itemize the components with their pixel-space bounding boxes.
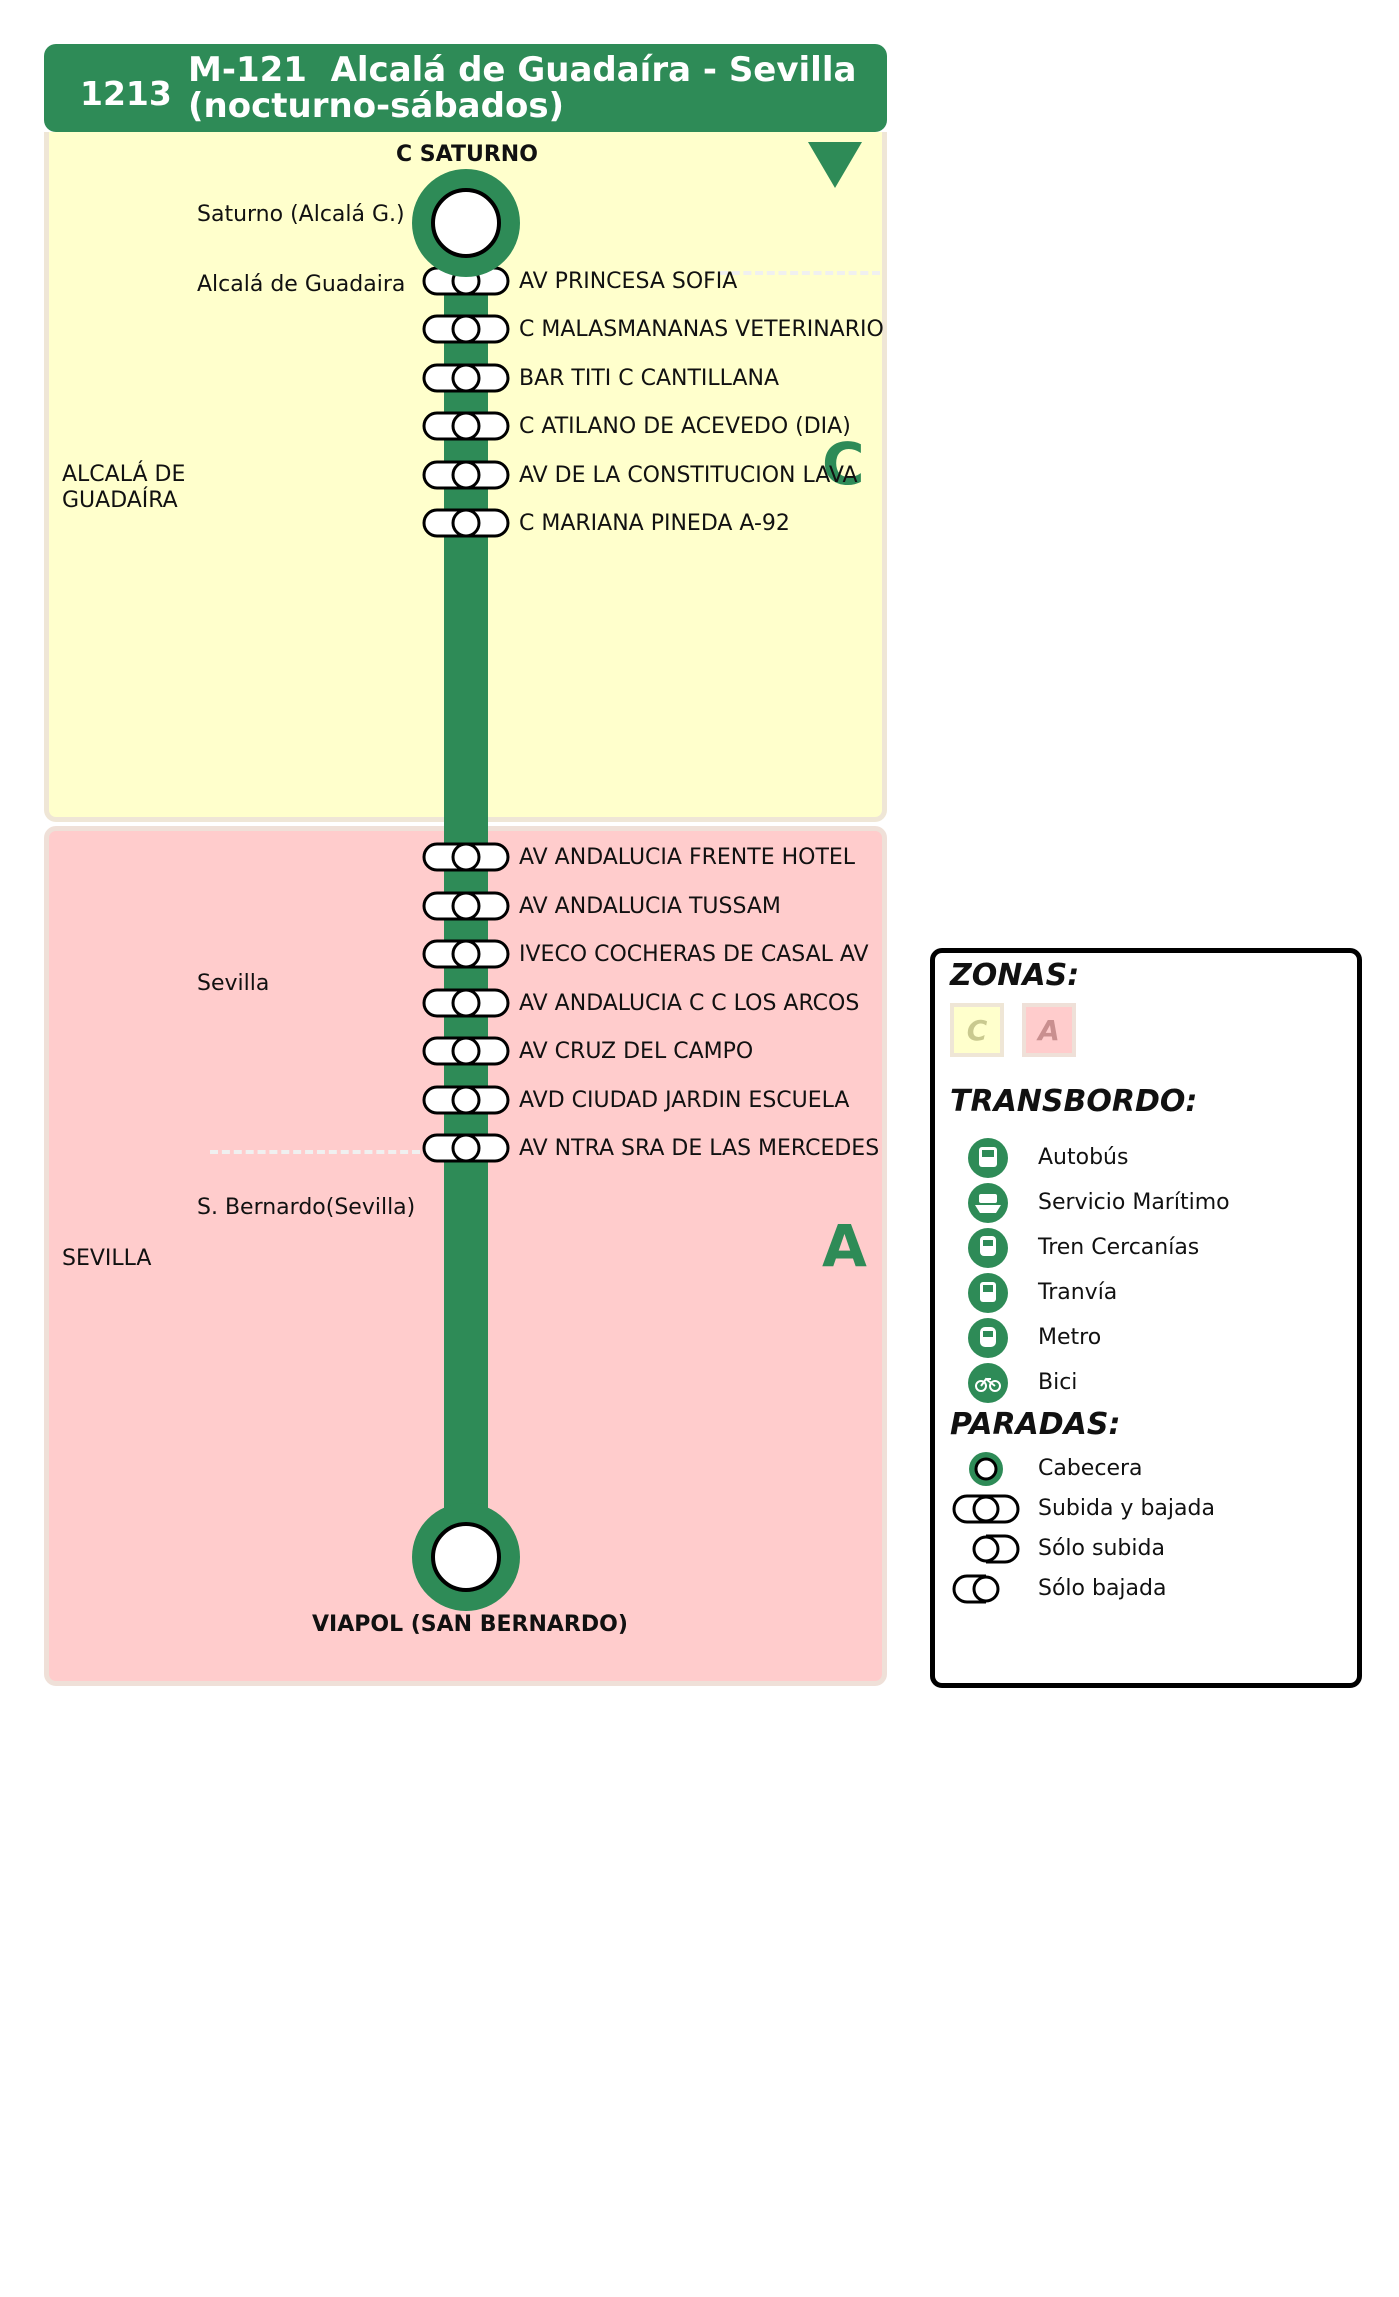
stop-marker bbox=[422, 508, 510, 538]
stop-label: IVECO COCHERAS DE CASAL AV bbox=[519, 942, 869, 967]
legend-solo-subida-label: Sólo subida bbox=[1038, 1536, 1165, 1561]
origin-label: C SATURNO bbox=[396, 142, 538, 167]
area-label: Saturno (Alcalá G.) bbox=[197, 202, 405, 227]
legend-zonas-title: ZONAS: bbox=[950, 958, 1080, 993]
ferry-icon bbox=[968, 1183, 1008, 1223]
municipal-boundary bbox=[720, 271, 880, 275]
route-title: M-121 Alcalá de Guadaíra - Sevilla (noct… bbox=[188, 50, 857, 126]
stop-marker bbox=[422, 411, 510, 441]
municipality-label: SEVILLA bbox=[62, 1246, 152, 1271]
legend-bus-label: Autobús bbox=[1038, 1145, 1129, 1170]
legend-subida-bajada-label: Subida y bajada bbox=[1038, 1496, 1215, 1521]
legend-transbordo-title: TRANSBORDO: bbox=[950, 1084, 1198, 1119]
legend-panel bbox=[930, 948, 1362, 1688]
stop-label: AV NTRA SRA DE LAS MERCEDES bbox=[519, 1136, 880, 1161]
stop-label: C MARIANA PINEDA A-92 bbox=[519, 511, 790, 536]
stop-marker bbox=[422, 988, 510, 1018]
board-only-icon bbox=[972, 1534, 1020, 1564]
stop-marker bbox=[422, 1036, 510, 1066]
bike-icon bbox=[968, 1363, 1008, 1403]
legend-tram-label: Tranvía bbox=[1038, 1280, 1118, 1305]
legend-paradas-title: PARADAS: bbox=[950, 1407, 1121, 1442]
stop-marker bbox=[422, 939, 510, 969]
area-label: Alcalá de Guadaira bbox=[197, 272, 406, 297]
stop-label: BAR TITI C CANTILLANA bbox=[519, 366, 779, 391]
area-label: Sevilla bbox=[197, 971, 270, 996]
bus-icon bbox=[968, 1138, 1008, 1178]
legend-zone-c: C bbox=[950, 1003, 1004, 1057]
stop-marker bbox=[422, 363, 510, 393]
stop-label: C ATILANO DE ACEVEDO (DIA) bbox=[519, 414, 851, 439]
zone-a-letter: A bbox=[822, 1212, 867, 1280]
stop-label: AV DE LA CONSTITUCION LAVA bbox=[519, 463, 858, 488]
train-icon bbox=[968, 1228, 1008, 1268]
municipality-label: ALCALÁ DE GUADAÍRA bbox=[62, 462, 186, 513]
legend-zone-a: A bbox=[1022, 1003, 1076, 1057]
stop-label: AV CRUZ DEL CAMPO bbox=[519, 1039, 754, 1064]
destination-terminus-marker bbox=[412, 1503, 520, 1611]
stop-label: C MALASMANANAS VETERINARIO bbox=[519, 317, 884, 342]
legend-solo-bajada-label: Sólo bajada bbox=[1038, 1576, 1167, 1601]
legend-cabecera-label: Cabecera bbox=[1038, 1456, 1143, 1481]
stop-label: AV PRINCESA SOFIA bbox=[519, 269, 738, 294]
tram-icon bbox=[968, 1273, 1008, 1313]
legend-bike-label: Bici bbox=[1038, 1370, 1078, 1395]
stop-marker bbox=[422, 891, 510, 921]
stop-marker bbox=[422, 314, 510, 344]
route-line bbox=[444, 220, 488, 1560]
stop-label: AV ANDALUCIA TUSSAM bbox=[519, 894, 781, 919]
stop-label: AV ANDALUCIA C C LOS ARCOS bbox=[519, 991, 860, 1016]
stop-label: AV ANDALUCIA FRENTE HOTEL bbox=[519, 845, 856, 870]
zone-c-letter: C bbox=[822, 430, 865, 498]
line-code: 1213 bbox=[80, 74, 172, 113]
stop-marker bbox=[422, 1133, 510, 1163]
down-triangle-icon bbox=[808, 142, 862, 188]
legend-ferry-label: Servicio Marítimo bbox=[1038, 1190, 1230, 1215]
destination-label: VIAPOL (SAN BERNARDO) bbox=[312, 1612, 628, 1637]
stop-marker bbox=[422, 460, 510, 490]
municipal-boundary bbox=[210, 1150, 420, 1154]
origin-terminus-marker bbox=[412, 169, 520, 277]
legend-train-label: Tren Cercanías bbox=[1038, 1235, 1200, 1260]
terminus-icon bbox=[969, 1452, 1003, 1486]
stop-label: AVD CIUDAD JARDIN ESCUELA bbox=[519, 1088, 850, 1113]
stop-marker bbox=[422, 1085, 510, 1115]
route-header: 1213 M-121 Alcalá de Guadaíra - Sevilla … bbox=[44, 44, 887, 132]
stop-marker bbox=[422, 842, 510, 872]
board-alight-icon bbox=[952, 1494, 1020, 1524]
alight-only-icon bbox=[952, 1574, 1000, 1604]
legend-metro-label: Metro bbox=[1038, 1325, 1102, 1350]
area-label: S. Bernardo(Sevilla) bbox=[197, 1195, 416, 1220]
metro-icon bbox=[968, 1318, 1008, 1358]
